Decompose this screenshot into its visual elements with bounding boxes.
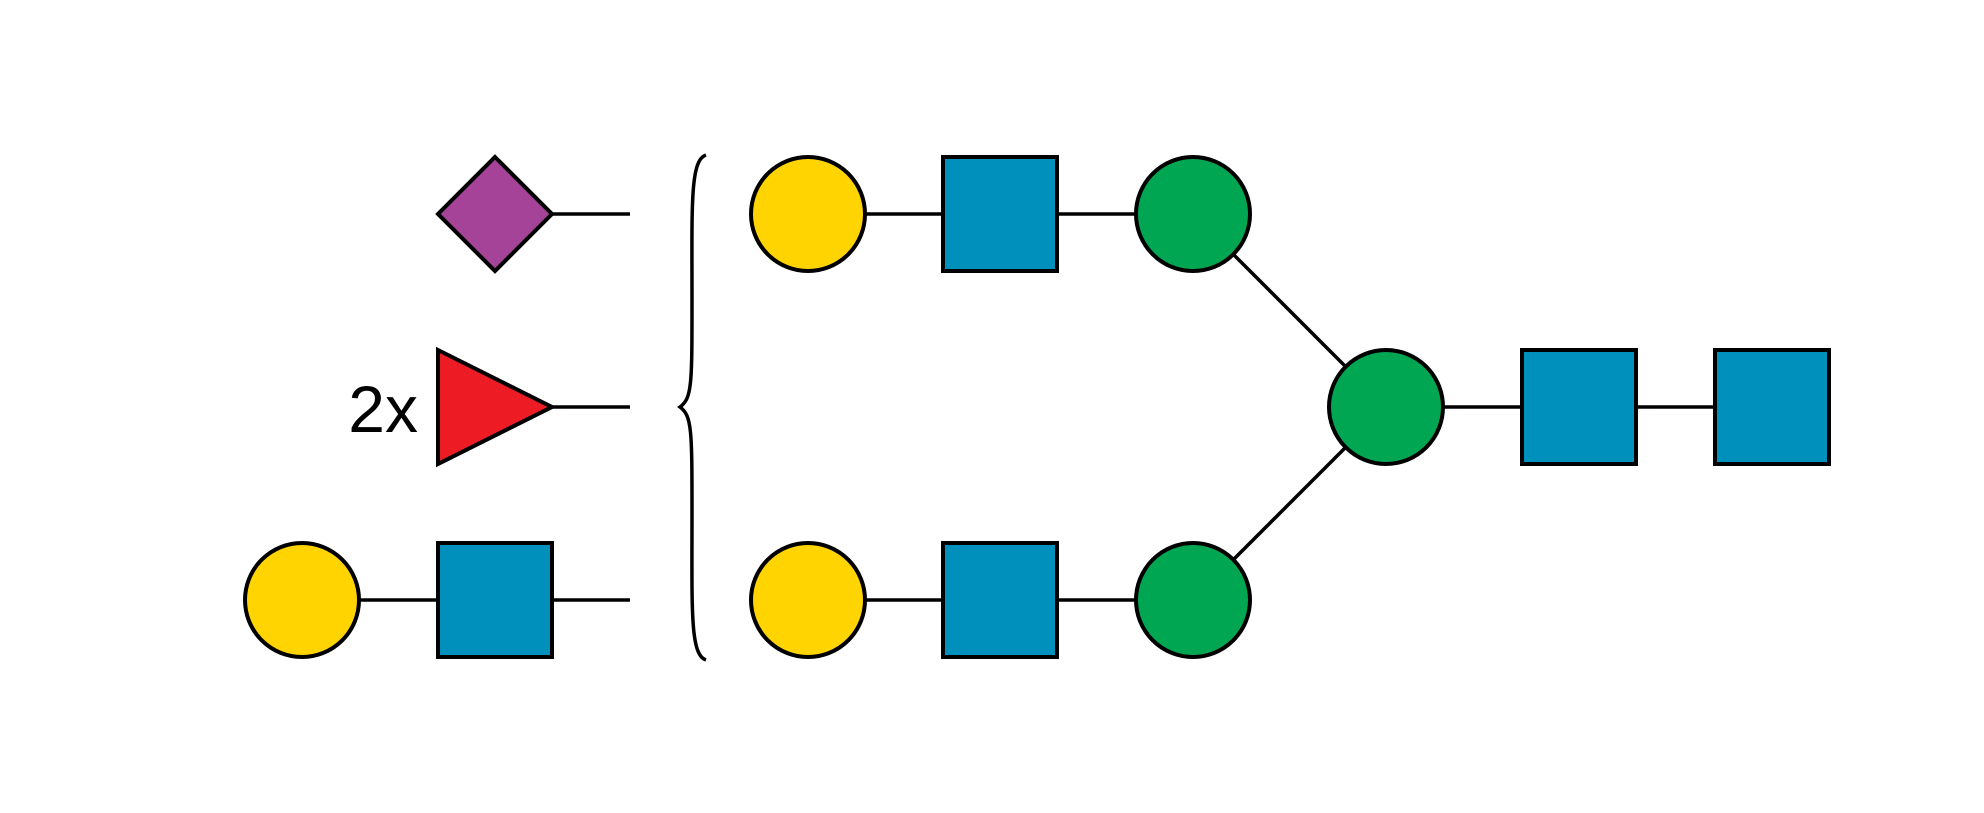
- glcnac-square-core-2: [1713, 348, 1831, 466]
- glcnac-square-undetermined: [436, 541, 554, 659]
- sialic-acid-diamond: [435, 154, 555, 274]
- glcnac-square-core-1: [1520, 348, 1638, 466]
- galactose-circle-upper: [749, 155, 867, 273]
- glcnac-square-lower: [941, 541, 1059, 659]
- glcnac-square-upper: [941, 155, 1059, 273]
- mannose-circle-core: [1327, 348, 1445, 466]
- fucose-multiplier-label: 2x: [348, 372, 418, 446]
- mannose-circle-upper: [1134, 155, 1252, 273]
- galactose-circle-lower: [749, 541, 867, 659]
- curly-bracket: [677, 153, 707, 662]
- mannose-circle-lower: [1134, 541, 1252, 659]
- fucose-triangle: [436, 346, 557, 468]
- galactose-circle-undetermined: [243, 541, 361, 659]
